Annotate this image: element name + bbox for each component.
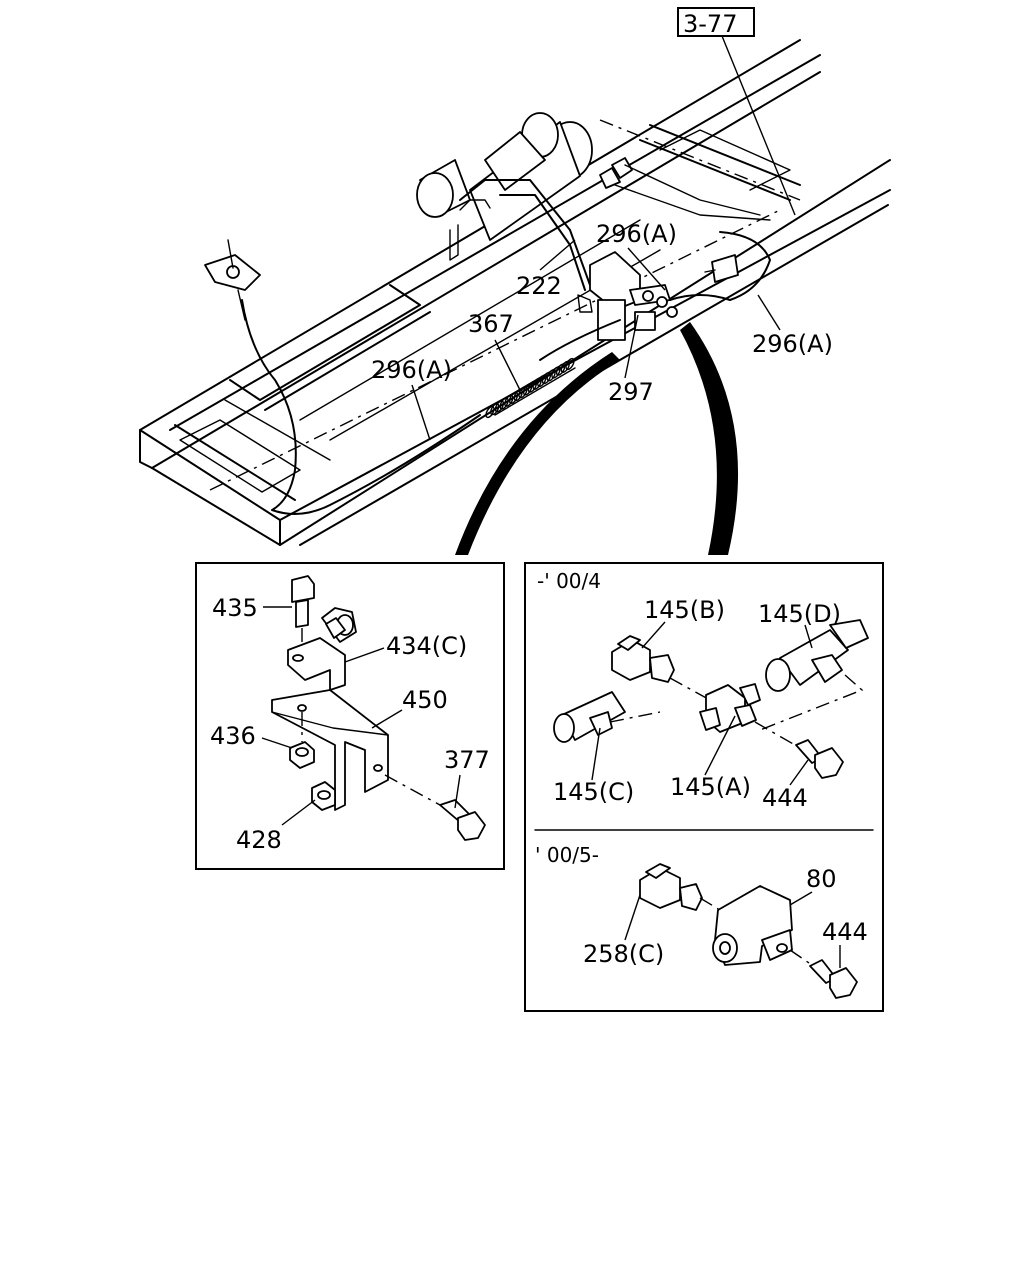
period-label-lower: ' 00/5- <box>535 843 599 867</box>
label-444-lower: 444 <box>822 918 868 946</box>
cable-296a <box>241 231 771 515</box>
label-450: 450 <box>402 686 448 714</box>
pipe-bracket-222 <box>459 179 593 313</box>
clip-434c <box>287 607 357 691</box>
reference-number: 3-77 <box>683 10 737 38</box>
fitting-145d <box>759 619 869 731</box>
label-145c: 145(C) <box>553 778 634 806</box>
label-444-upper: 444 <box>762 784 808 812</box>
spring-coil <box>565 357 575 371</box>
label-296a-top: 296(A) <box>596 220 677 248</box>
fitting-145a <box>699 683 796 746</box>
brake-lever-bracket <box>204 239 261 321</box>
label-434c: 434(C) <box>386 632 467 660</box>
main-labels: 296(A) 222 296(A) 367 296(A) 297 <box>371 220 833 441</box>
label-436: 436 <box>210 722 256 750</box>
bolt-435 <box>291 575 315 660</box>
washer-428 <box>311 781 336 811</box>
chassis-frame <box>139 39 891 546</box>
label-145a: 145(A) <box>670 773 751 801</box>
spring-367 <box>485 357 576 419</box>
label-145b: 145(B) <box>644 596 725 624</box>
label-258c: 258(C) <box>583 940 664 968</box>
label-145d: 145(D) <box>758 600 841 628</box>
label-367: 367 <box>468 310 514 338</box>
label-377: 377 <box>444 746 490 774</box>
bolt-444-upper <box>795 739 844 779</box>
label-297: 297 <box>608 378 654 406</box>
label-80: 80 <box>806 865 837 893</box>
detail-box-fittings: -' 00/4 ' 00/5- <box>524 562 884 1012</box>
label-222: 222 <box>516 272 562 300</box>
tee-80 <box>712 885 813 966</box>
fitting-145b <box>611 635 711 701</box>
reference-tag: 3-77 <box>677 7 796 216</box>
fitting-258c <box>639 863 721 911</box>
detail-box-bracket: 435 434(C) 450 436 377 428 <box>195 562 505 870</box>
valve-block-297 <box>589 251 678 341</box>
label-296a-left: 296(A) <box>371 356 452 384</box>
front-hose-fittings <box>599 157 771 221</box>
label-435: 435 <box>212 594 258 622</box>
fitting-145c <box>553 691 661 743</box>
label-296a-right: 296(A) <box>752 330 833 358</box>
callout-bands <box>455 322 739 555</box>
bolt-377 <box>384 774 486 841</box>
period-label-upper: -' 00/4 <box>537 569 601 593</box>
label-428: 428 <box>236 826 282 854</box>
bracket-450 <box>271 689 389 811</box>
nut-436 <box>289 712 315 769</box>
sensor-unit <box>704 254 739 283</box>
bolt-444-lower <box>809 959 858 999</box>
